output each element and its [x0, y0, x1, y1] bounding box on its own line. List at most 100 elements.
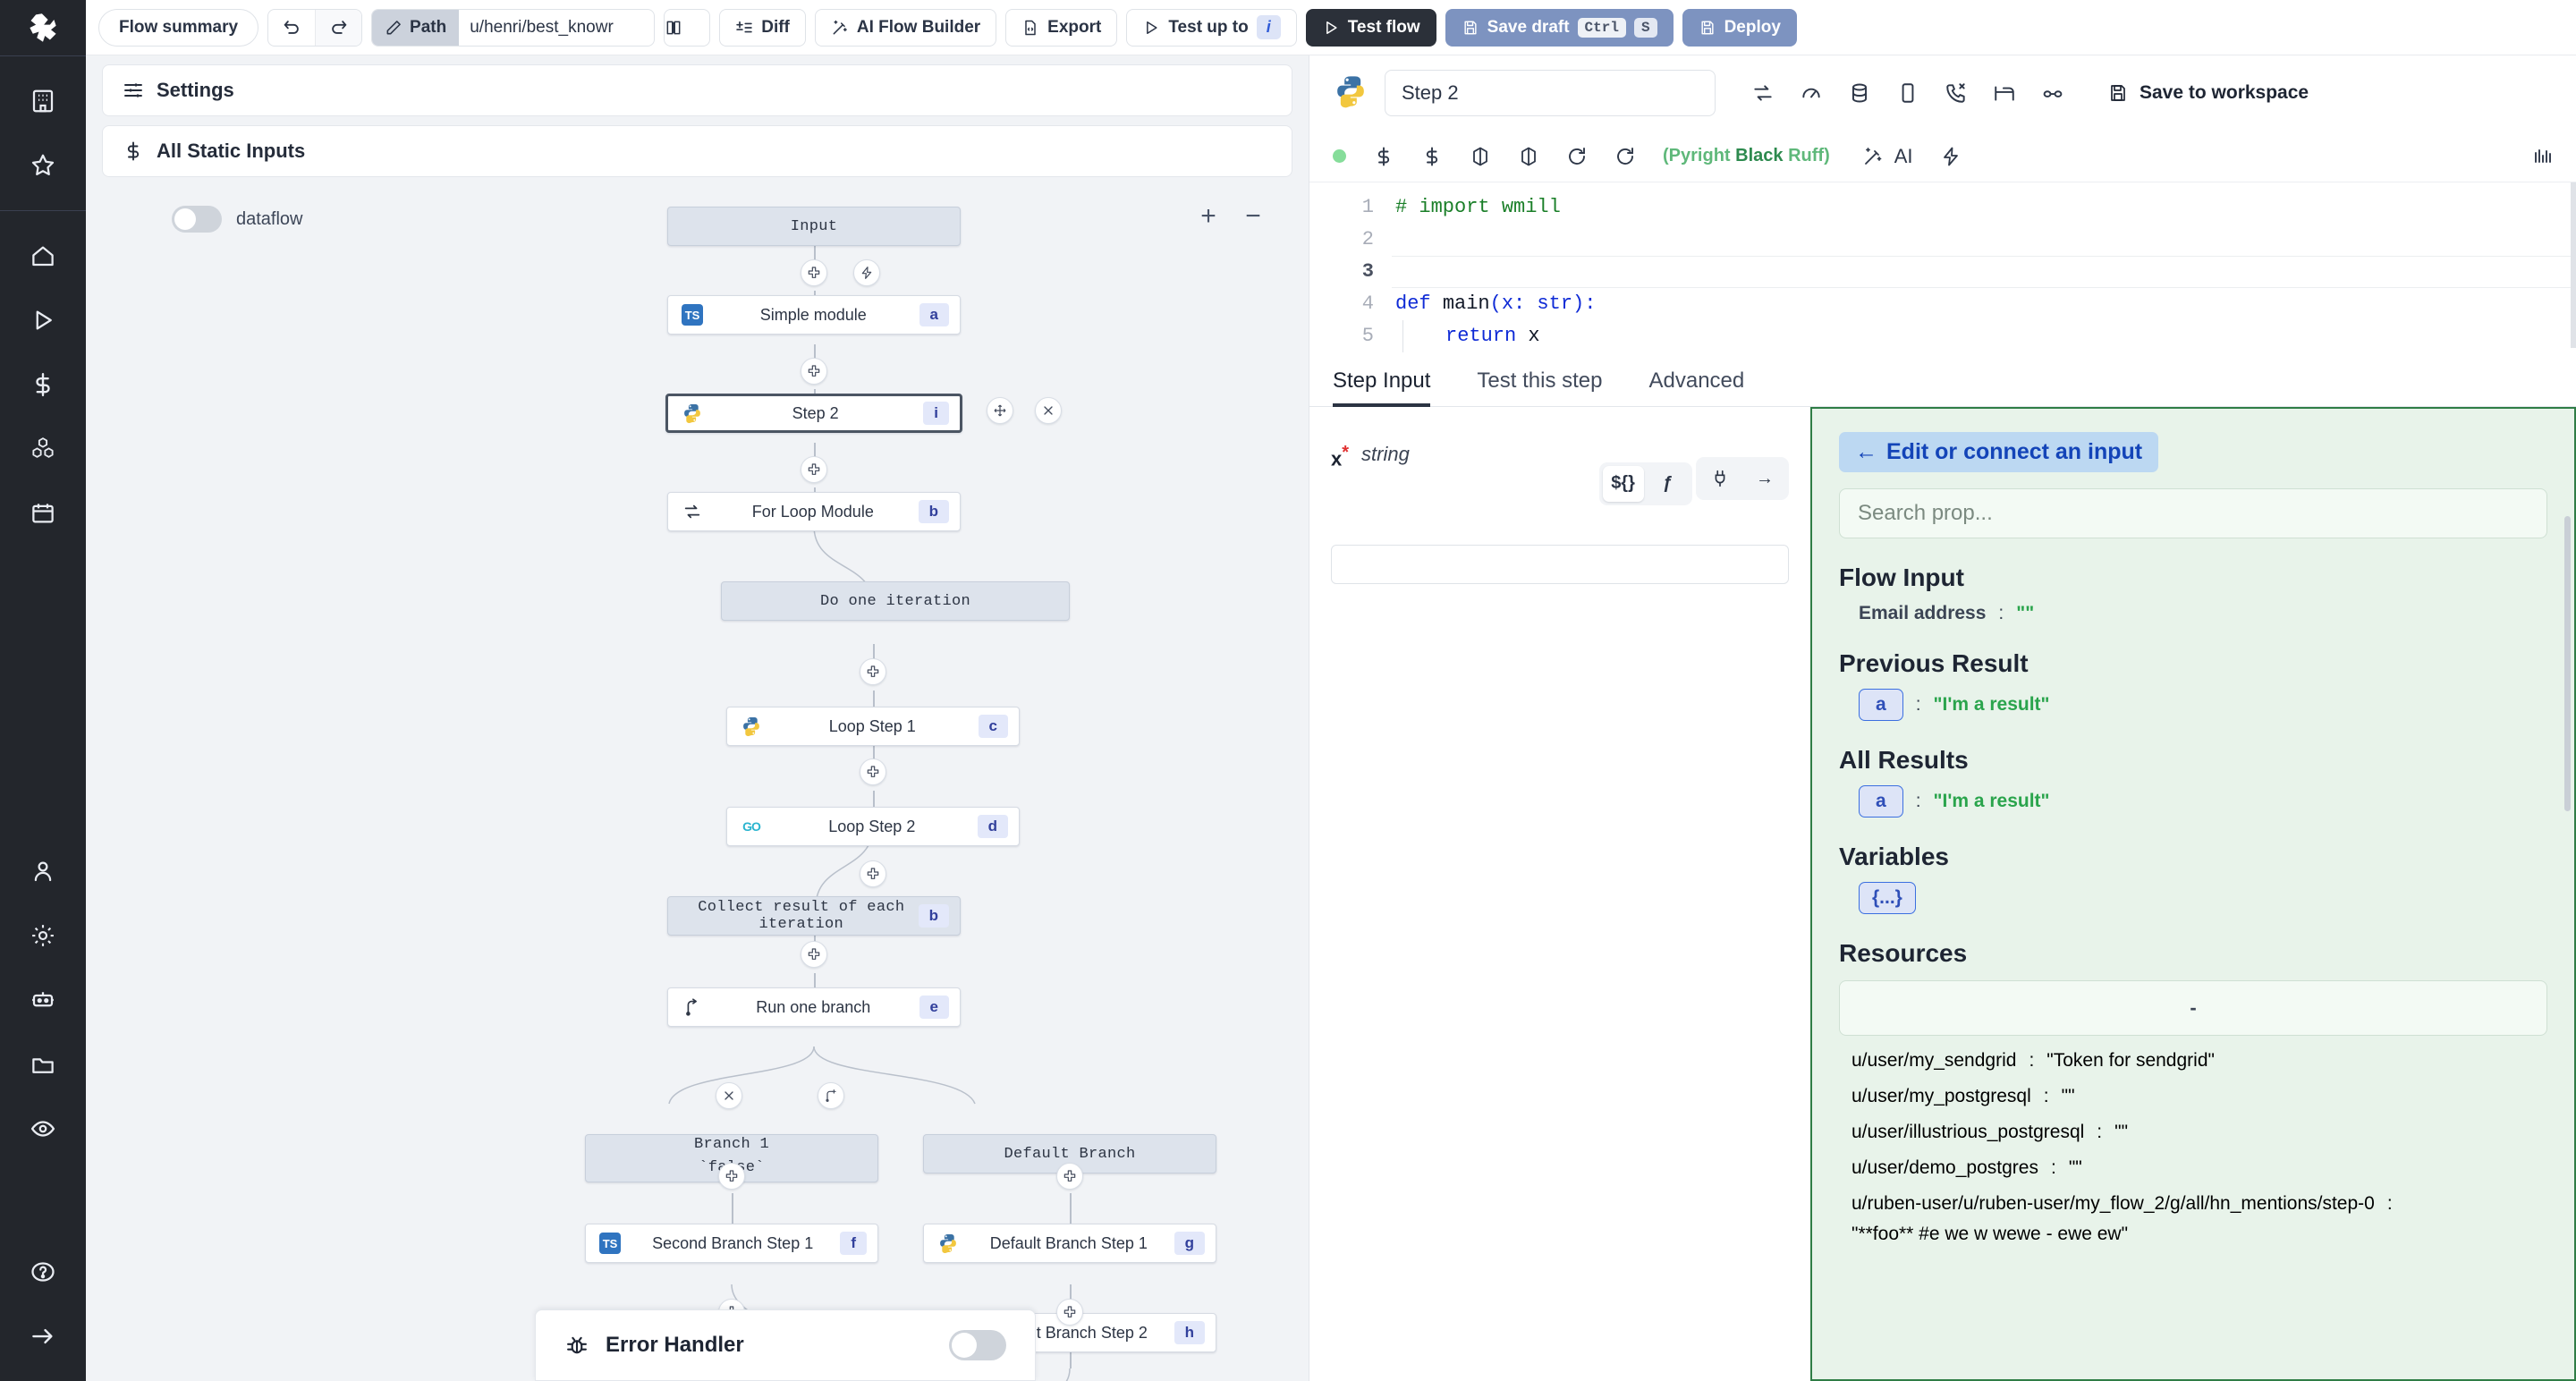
- flow-node-input[interactable]: Input: [667, 207, 961, 246]
- glasses-icon[interactable]: [2041, 81, 2064, 105]
- error-handler-toggle[interactable]: [949, 1330, 1006, 1360]
- result-chip[interactable]: a: [1859, 689, 1903, 721]
- book-icon-button[interactable]: [664, 9, 710, 47]
- test-up-to-button[interactable]: Test up to i: [1126, 9, 1296, 47]
- connect-arrow-button[interactable]: →: [1744, 461, 1785, 496]
- gauge-icon[interactable]: [1800, 81, 1823, 105]
- bolt-icon[interactable]: [1940, 146, 1962, 167]
- all-static-inputs-header[interactable]: All Static Inputs: [102, 125, 1292, 177]
- star-icon[interactable]: [0, 133, 86, 198]
- variables-chip[interactable]: {...}: [1859, 882, 1916, 914]
- path-input[interactable]: u/henri/best_knowr: [459, 18, 654, 38]
- flow-node-for-loop[interactable]: For Loop Module b: [667, 492, 961, 531]
- logo-icon[interactable]: [0, 0, 86, 55]
- tab-step-input[interactable]: Step Input: [1333, 369, 1455, 406]
- dollar-icon[interactable]: [0, 352, 86, 417]
- user-icon[interactable]: [0, 839, 86, 903]
- search-prop-input[interactable]: Search prop...: [1839, 488, 2547, 538]
- add-step-handle[interactable]: [718, 1163, 745, 1190]
- sync-icon[interactable]: [1751, 81, 1775, 105]
- add-step-handle[interactable]: [1056, 1163, 1083, 1190]
- eye-icon[interactable]: [0, 1097, 86, 1161]
- deploy-button[interactable]: Deploy: [1682, 9, 1797, 47]
- chart-bars-icon[interactable]: [2531, 146, 2553, 167]
- arrow-right-icon[interactable]: [0, 1304, 86, 1368]
- resource-row[interactable]: u/user/illustrious_postgresql : "": [1839, 1122, 2547, 1143]
- add-step-handle[interactable]: [801, 941, 827, 968]
- flow-node-step-2[interactable]: Step 2 i: [665, 394, 962, 433]
- add-step-handle[interactable]: [860, 658, 886, 685]
- add-step-handle[interactable]: [860, 758, 886, 785]
- resource-row[interactable]: u/user/demo_postgres : "": [1839, 1157, 2547, 1179]
- flow-canvas[interactable]: dataflow + −: [86, 188, 1309, 1381]
- test-flow-button[interactable]: Test flow: [1306, 9, 1436, 47]
- add-step-handle[interactable]: [1056, 1299, 1083, 1326]
- linter-black[interactable]: Black: [1735, 146, 1783, 165]
- flow-node-collect-results[interactable]: Collect result of each iteration b: [667, 896, 961, 936]
- dataflow-toggle[interactable]: [172, 206, 222, 233]
- refresh-icon[interactable]: [1566, 146, 1588, 167]
- code-scrollbar[interactable]: [2571, 182, 2576, 348]
- magic-wand-icon[interactable]: [1862, 146, 1884, 167]
- dollar-icon[interactable]: [1373, 146, 1394, 167]
- expr-mode-button[interactable]: ${}: [1603, 466, 1644, 502]
- remove-branch-handle[interactable]: [716, 1082, 742, 1109]
- resource-row[interactable]: u/user/my_sendgrid : "Token for sendgrid…: [1839, 1050, 2547, 1072]
- phone-call-icon[interactable]: [1945, 81, 1968, 105]
- flow-node-loop-step-1[interactable]: Loop Step 1 c: [726, 707, 1020, 746]
- package-alt-icon[interactable]: [1518, 146, 1539, 167]
- bed-icon[interactable]: [1993, 81, 2016, 105]
- function-mode-button[interactable]: ƒ: [1648, 466, 1689, 502]
- resources-select[interactable]: -: [1839, 980, 2547, 1036]
- add-step-handle[interactable]: [860, 860, 886, 887]
- all-results-row[interactable]: a : "I'm a result": [1839, 785, 2547, 818]
- path-field[interactable]: Path u/henri/best_knowr: [371, 9, 655, 47]
- redo-icon[interactable]: [315, 10, 361, 46]
- diff-button[interactable]: Diff: [719, 9, 806, 47]
- tab-test-this-step[interactable]: Test this step: [1477, 369, 1627, 406]
- argument-value-input[interactable]: [1331, 545, 1789, 584]
- result-chip[interactable]: a: [1859, 785, 1903, 818]
- save-to-workspace-button[interactable]: Save to workspace: [2107, 82, 2309, 104]
- flow-input-row[interactable]: Email address : "": [1839, 603, 2547, 624]
- move-node-handle[interactable]: [987, 397, 1013, 424]
- dollar-alt-icon[interactable]: [1421, 146, 1443, 167]
- flow-node-run-one-branch[interactable]: Run one branch e: [667, 987, 961, 1027]
- step-name-input[interactable]: Step 2: [1385, 70, 1716, 116]
- building-icon[interactable]: [0, 69, 86, 133]
- database-icon[interactable]: [1848, 81, 1871, 105]
- gear-icon[interactable]: [0, 903, 86, 968]
- ai-label[interactable]: AI: [1894, 145, 1913, 168]
- variables-row[interactable]: {...}: [1839, 882, 2547, 914]
- add-step-handle[interactable]: [801, 358, 827, 385]
- flow-node-second-branch-step-1[interactable]: TS Second Branch Step 1 f: [585, 1224, 878, 1263]
- zoom-in-button[interactable]: +: [1192, 200, 1224, 233]
- resource-row-value[interactable]: "**foo** #e we w wewe - ewe ew": [1839, 1224, 2547, 1245]
- home-icon[interactable]: [0, 224, 86, 288]
- flow-node-loop-step-2[interactable]: GO Loop Step 2 d: [726, 807, 1020, 846]
- code-editor[interactable]: 1 2 3 4 5 # import wmill def main(x: str…: [1309, 182, 2576, 348]
- calendar-icon[interactable]: [0, 481, 86, 546]
- previous-result-row[interactable]: a : "I'm a result": [1839, 689, 2547, 721]
- package-icon[interactable]: [1470, 146, 1491, 167]
- folder-icon[interactable]: [0, 1032, 86, 1097]
- code-content[interactable]: # import wmill def main(x: str): return …: [1392, 182, 2576, 348]
- add-branch-handle[interactable]: [818, 1082, 844, 1109]
- save-draft-button[interactable]: Save draft Ctrl S: [1445, 9, 1674, 47]
- edit-or-connect-button[interactable]: ← Edit or connect an input: [1839, 432, 2158, 472]
- plug-icon[interactable]: [1699, 461, 1741, 496]
- flow-node-do-one-iteration[interactable]: Do one iteration: [721, 581, 1070, 621]
- add-step-handle[interactable]: [801, 259, 827, 286]
- zoom-out-button[interactable]: −: [1237, 200, 1269, 233]
- tab-advanced[interactable]: Advanced: [1648, 369, 1769, 406]
- settings-panel-header[interactable]: Settings: [102, 64, 1292, 116]
- flow-node-simple-module[interactable]: TS Simple module a: [667, 295, 961, 335]
- cubes-icon[interactable]: [0, 417, 86, 481]
- error-handler-bar[interactable]: Error Handler: [535, 1309, 1036, 1381]
- play-icon[interactable]: [0, 288, 86, 352]
- linter-ruff[interactable]: Ruff: [1788, 146, 1824, 165]
- refresh-alt-icon[interactable]: [1614, 146, 1636, 167]
- connect-panel-scrollbar[interactable]: [2564, 516, 2571, 811]
- help-icon[interactable]: [0, 1240, 86, 1304]
- ai-flow-builder-button[interactable]: AI Flow Builder: [815, 9, 996, 47]
